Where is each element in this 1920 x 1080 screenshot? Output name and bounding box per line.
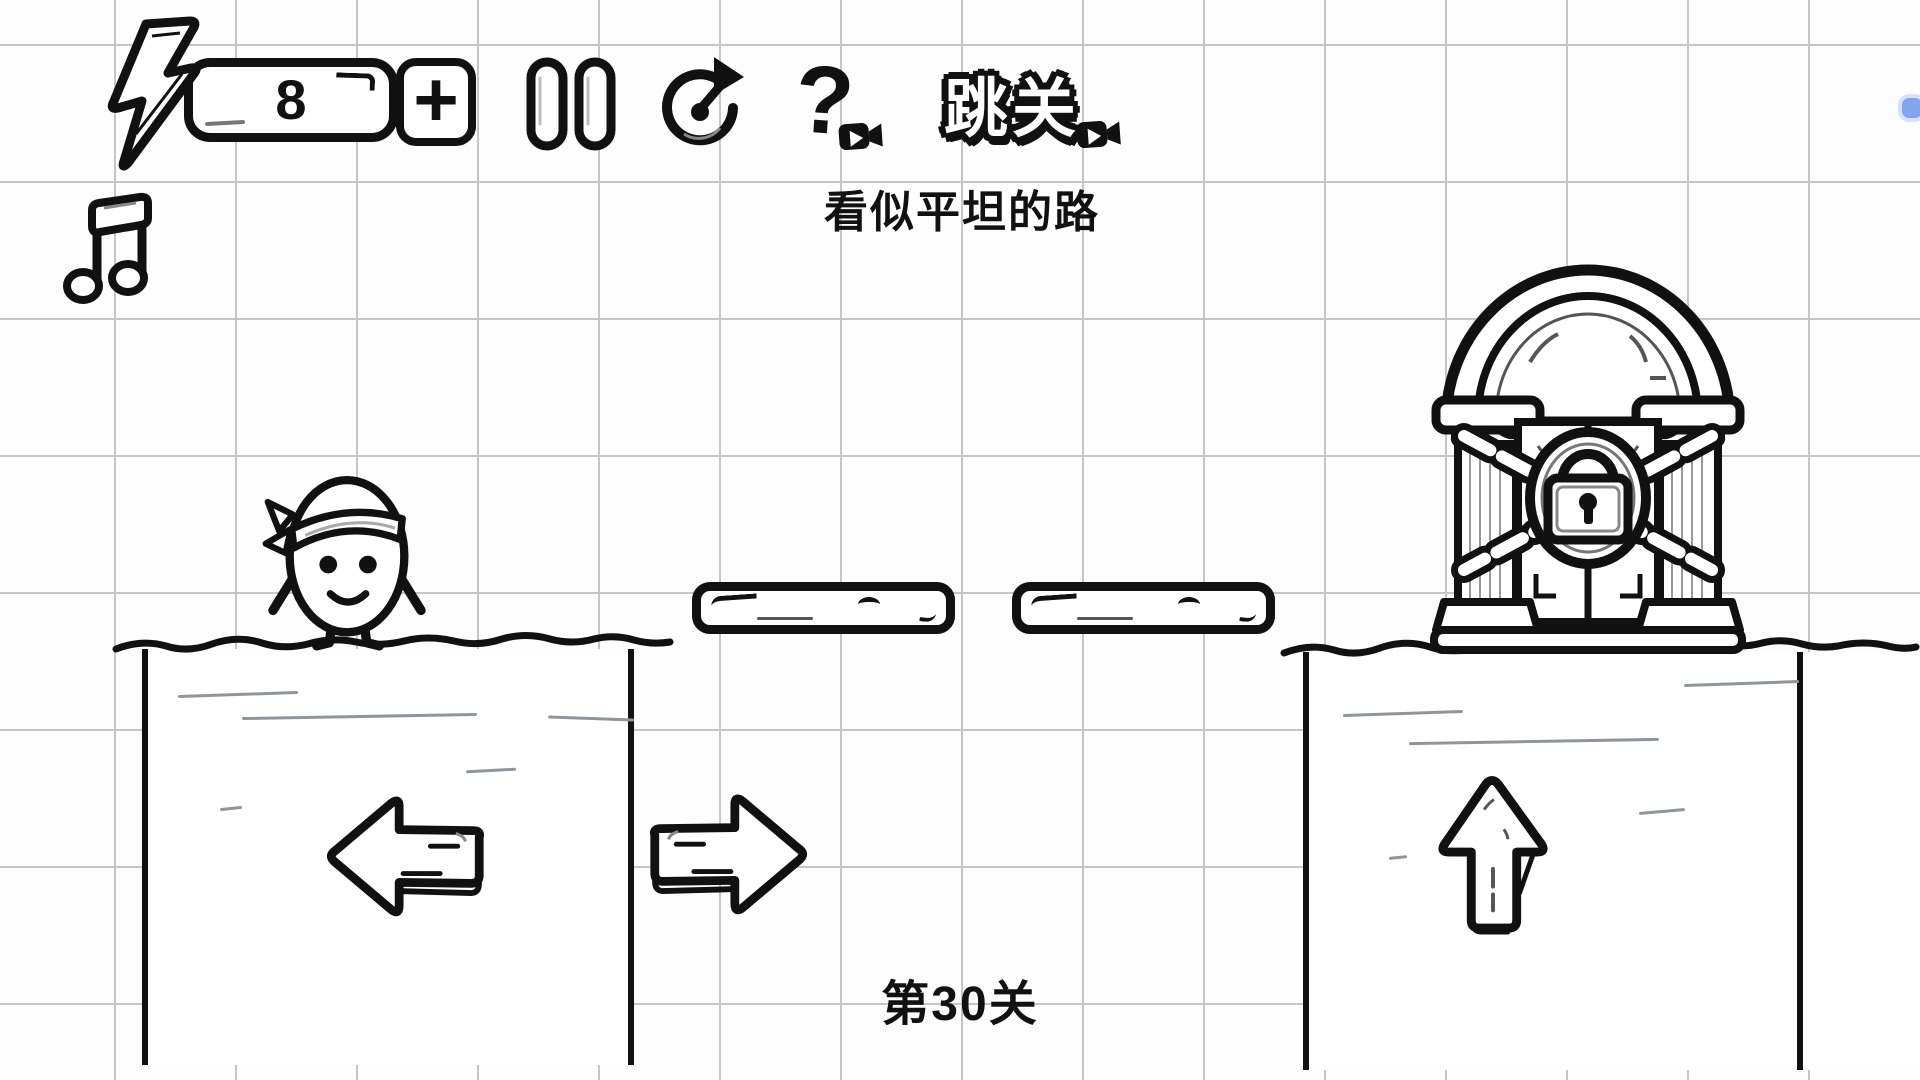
sketch-mark bbox=[1342, 709, 1464, 718]
sketch-mark bbox=[710, 593, 758, 610]
sketch-mark bbox=[757, 617, 813, 620]
add-energy-button[interactable]: + bbox=[396, 58, 476, 146]
sketch-mark bbox=[1638, 808, 1686, 815]
sketch-mark bbox=[1408, 737, 1660, 746]
sketch-mark bbox=[1077, 617, 1133, 620]
float-bar-2 bbox=[1012, 582, 1275, 634]
move-left-button[interactable] bbox=[323, 786, 489, 926]
sketch-mark bbox=[1388, 855, 1408, 860]
float-bar-1 bbox=[692, 582, 955, 634]
edge-artifact bbox=[1902, 98, 1920, 118]
video-camera-icon[interactable] bbox=[1075, 114, 1123, 153]
sketch-mark bbox=[858, 597, 880, 612]
pause-button[interactable] bbox=[524, 54, 618, 152]
move-right-button[interactable] bbox=[645, 784, 811, 924]
sketch-mark bbox=[177, 690, 299, 699]
chained-locked-arch-door bbox=[1430, 264, 1746, 654]
lightning-icon bbox=[107, 16, 201, 171]
left-ground-surface bbox=[112, 632, 674, 653]
player-character bbox=[262, 475, 426, 651]
video-camera-icon[interactable] bbox=[837, 116, 885, 155]
skip-level-button[interactable]: 跳关 bbox=[944, 58, 1080, 150]
eye bbox=[319, 555, 338, 574]
energy-counter: 8 bbox=[184, 58, 398, 142]
energy-count: 8 bbox=[275, 68, 307, 131]
music-toggle-button[interactable] bbox=[62, 192, 160, 308]
skip-level-label: 跳关 bbox=[944, 73, 1080, 145]
sketch-mark bbox=[1683, 679, 1800, 688]
sketch-mark bbox=[335, 72, 376, 91]
sketch-mark bbox=[1178, 597, 1200, 612]
right-ground-extension bbox=[1803, 652, 1920, 1070]
jump-up-button[interactable] bbox=[1434, 774, 1552, 936]
sketch-mark bbox=[547, 715, 635, 722]
sketch-mark bbox=[1239, 607, 1257, 623]
eye bbox=[358, 555, 377, 574]
padlock-shackle bbox=[1557, 449, 1619, 483]
level-number: 第30关 bbox=[881, 978, 1039, 1031]
sketch-mark bbox=[1030, 593, 1078, 610]
sketch-mark bbox=[465, 767, 517, 774]
sketch-mark bbox=[219, 805, 243, 812]
sketch-mark bbox=[919, 607, 937, 623]
sketch-mark bbox=[241, 712, 478, 721]
level-title: 看似平坦的路 bbox=[824, 188, 1100, 237]
right-ground-block bbox=[1303, 652, 1803, 1070]
restart-button[interactable] bbox=[658, 54, 746, 154]
